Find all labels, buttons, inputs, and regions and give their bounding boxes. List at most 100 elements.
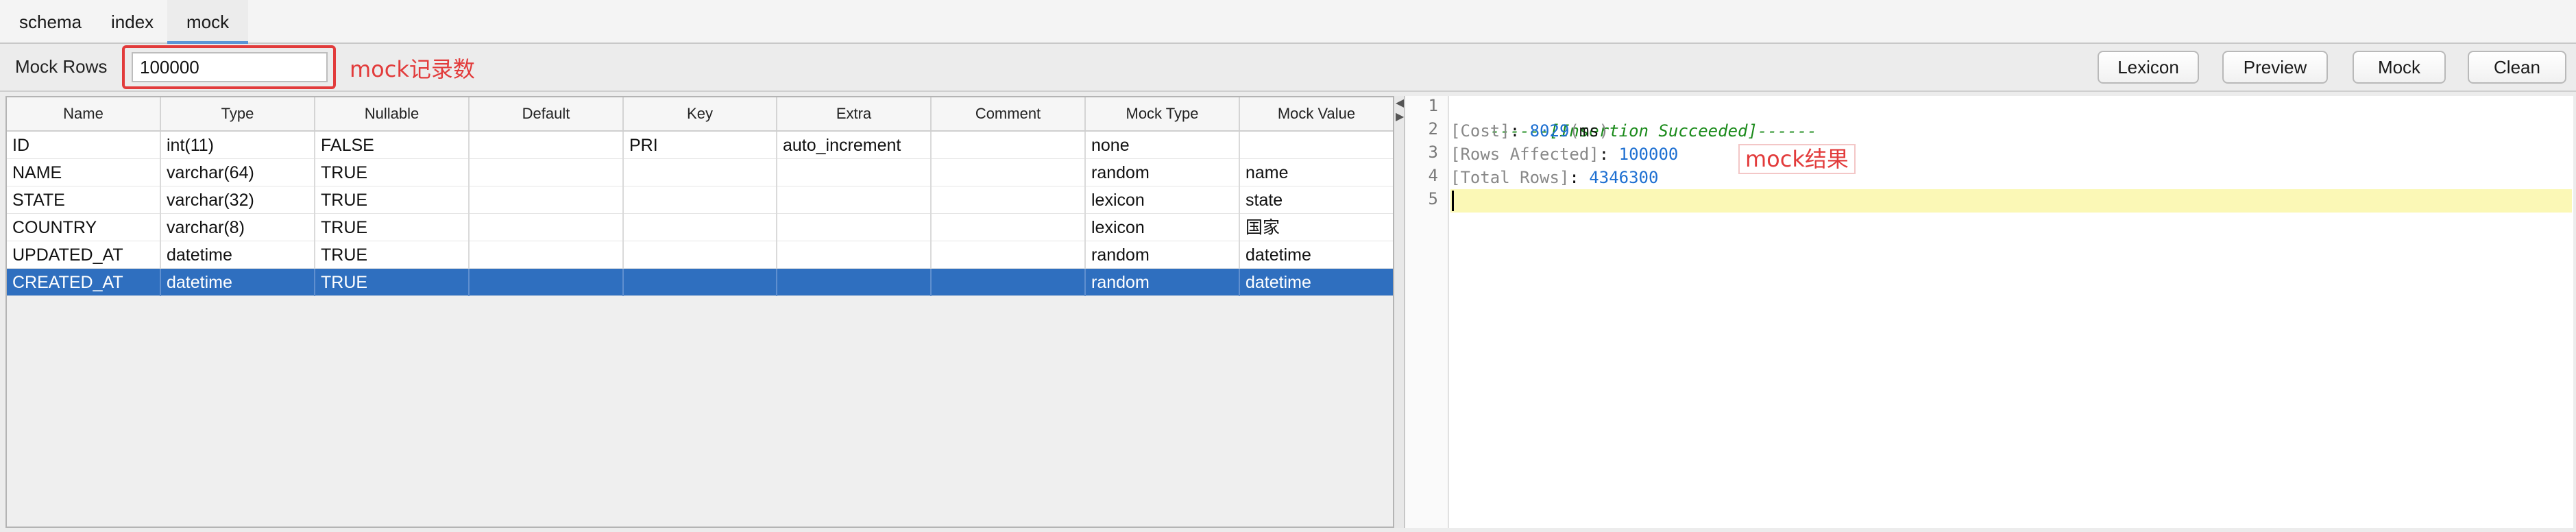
cell-default[interactable]	[470, 241, 624, 269]
cell-default[interactable]	[470, 214, 624, 241]
cell-extra[interactable]	[777, 186, 932, 214]
cell-type[interactable]: varchar(64)	[161, 159, 315, 186]
total-rows-value: 4346300	[1589, 168, 1659, 187]
cell-comment[interactable]	[932, 269, 1086, 296]
line-number: 2	[1428, 119, 1438, 138]
cell-name[interactable]: STATE	[7, 186, 161, 214]
cell-nullable[interactable]: TRUE	[315, 241, 470, 269]
line-number: 1	[1428, 96, 1438, 115]
cell-mock-value[interactable]: datetime	[1246, 273, 1311, 292]
cell-nullable[interactable]: TRUE	[315, 159, 470, 186]
cell-default[interactable]	[470, 132, 624, 159]
rows-affected-value: 100000	[1618, 145, 1679, 164]
cell-mock-value[interactable]: datetime	[1246, 245, 1311, 265]
cell-key[interactable]	[624, 241, 777, 269]
cell-extra[interactable]	[777, 159, 932, 186]
cell-type[interactable]: varchar(8)	[161, 214, 315, 241]
cell-type[interactable]: varchar(32)	[161, 186, 315, 214]
cell-comment[interactable]	[932, 186, 1086, 214]
cell-name[interactable]: CREATED_AT	[7, 269, 161, 296]
mock-toolbar: Mock Rows mock记录数 Lexicon Preview Mock C…	[0, 44, 2576, 92]
cost-unit-close: )	[1599, 121, 1609, 141]
cell-mock-type[interactable]: random	[1086, 241, 1240, 269]
cost-key: [Cost]	[1450, 121, 1510, 141]
text-caret	[1452, 191, 1454, 211]
col-header-name[interactable]: Name	[7, 97, 161, 130]
tab-mock[interactable]: mock	[167, 0, 249, 44]
mock-button[interactable]: Mock	[2353, 51, 2446, 84]
cell-name[interactable]: UPDATED_AT	[7, 241, 161, 269]
cost-unit: ms	[1579, 121, 1599, 141]
cell-key[interactable]	[624, 269, 777, 296]
cell-extra[interactable]	[777, 241, 932, 269]
panel-splitter[interactable]	[1394, 96, 1404, 528]
result-editor[interactable]: 1 2 3 4 5 ------[Insertion Succeeded]---…	[1404, 96, 2573, 528]
line-number: 5	[1428, 189, 1438, 208]
cell-extra[interactable]	[777, 214, 932, 241]
col-header-mock-value[interactable]: Mock Value	[1277, 105, 1356, 122]
tab-index[interactable]: index	[111, 12, 154, 32]
cell-name[interactable]: NAME	[7, 159, 161, 186]
cell-mock-value[interactable]: state	[1246, 191, 1283, 210]
cell-mock-type[interactable]: lexicon	[1086, 186, 1240, 214]
collapse-left-icon[interactable]: ◀	[1396, 97, 1405, 109]
code-line-1: ------[Insertion Succeeded]------	[1450, 96, 1817, 141]
cell-default[interactable]	[470, 186, 624, 214]
col-header-key[interactable]: Key	[624, 97, 777, 130]
cell-key[interactable]	[624, 186, 777, 214]
cell-nullable[interactable]: TRUE	[315, 269, 470, 296]
cell-mock-type[interactable]: none	[1086, 132, 1240, 159]
clean-button[interactable]: Clean	[2468, 51, 2566, 84]
cell-comment[interactable]	[932, 132, 1086, 159]
cell-mock-value[interactable]	[1240, 132, 1393, 159]
cell-extra[interactable]: auto_increment	[777, 132, 932, 159]
cell-type[interactable]: datetime	[161, 241, 315, 269]
col-header-extra[interactable]: Extra	[777, 97, 932, 130]
col-header-comment[interactable]: Comment	[932, 97, 1086, 130]
col-header-default[interactable]: Default	[470, 97, 624, 130]
cell-comment[interactable]	[932, 214, 1086, 241]
cell-type[interactable]: int(11)	[161, 132, 315, 159]
cell-mock-type[interactable]: random	[1086, 269, 1240, 296]
preview-button[interactable]: Preview	[2222, 51, 2328, 84]
cost-unit-open: (	[1569, 121, 1579, 141]
cell-key[interactable]	[624, 214, 777, 241]
cell-nullable[interactable]: TRUE	[315, 186, 470, 214]
cell-nullable[interactable]: TRUE	[315, 214, 470, 241]
cell-mock-type[interactable]: lexicon	[1086, 214, 1240, 241]
total-rows-key: [Total Rows]	[1450, 168, 1570, 187]
collapse-right-icon[interactable]: ▶	[1396, 111, 1405, 123]
cell-key[interactable]: PRI	[624, 132, 777, 159]
cell-default[interactable]	[470, 159, 624, 186]
rows-affected-key: [Rows Affected]	[1450, 145, 1599, 164]
col-header-nullable[interactable]: Nullable	[315, 97, 470, 130]
mock-rows-input[interactable]	[132, 52, 328, 82]
cell-mock-value[interactable]: 国家	[1246, 218, 1280, 237]
total-rows-sep: :	[1569, 168, 1590, 187]
cell-name[interactable]: ID	[7, 132, 161, 159]
cell-key[interactable]	[624, 159, 777, 186]
cell-nullable[interactable]: FALSE	[315, 132, 470, 159]
line-gutter: 1 2 3 4 5	[1405, 96, 1449, 528]
col-header-mock-type[interactable]: Mock Type	[1086, 97, 1240, 130]
code-line-3: [Rows Affected]: 100000	[1450, 143, 1678, 166]
cell-comment[interactable]	[932, 241, 1086, 269]
tab-schema[interactable]: schema	[19, 12, 82, 32]
cell-comment[interactable]	[932, 159, 1086, 186]
cell-name[interactable]: COUNTRY	[7, 214, 161, 241]
cell-extra[interactable]	[777, 269, 932, 296]
active-line-highlight	[1450, 189, 2572, 213]
cell-default[interactable]	[470, 269, 624, 296]
cell-mock-value[interactable]: name	[1246, 163, 1289, 182]
cell-mock-type[interactable]: random	[1086, 159, 1240, 186]
col-header-type[interactable]: Type	[161, 97, 315, 130]
lexicon-button[interactable]: Lexicon	[2098, 51, 2199, 84]
cell-type[interactable]: datetime	[161, 269, 315, 296]
rows-input-highlight	[122, 45, 336, 89]
